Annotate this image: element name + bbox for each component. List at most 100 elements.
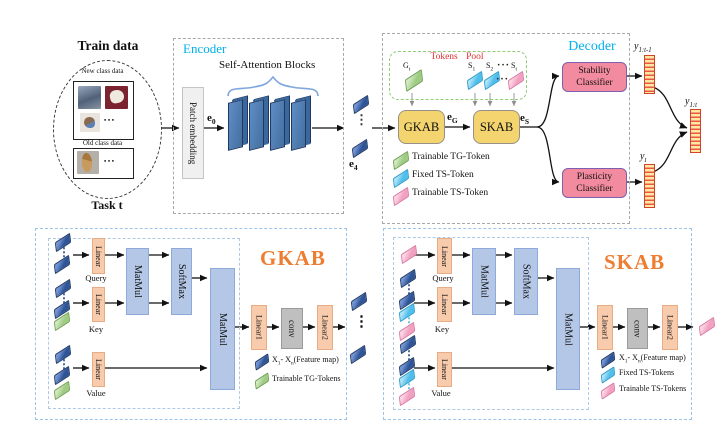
- query-label: Query: [85, 273, 107, 283]
- y-prev-label: y1:t-1: [634, 41, 652, 54]
- cow-image: [105, 86, 128, 109]
- gkab-matmul2-box: MatMul: [210, 268, 235, 390]
- stability-classifier-label: Stability Classifier: [576, 65, 613, 88]
- gkab-linear1-box: Linear1: [251, 305, 267, 350]
- plasticity-classifier: Plasticity Classifier: [562, 168, 627, 198]
- gkab-detail-box: [35, 228, 347, 420]
- y-prev-bar: [644, 55, 655, 94]
- key-label: Key: [434, 324, 450, 334]
- linear1-label: Linear1: [600, 315, 610, 340]
- gkab-output-vdots: ⋮: [354, 314, 369, 330]
- e4-token-icon: [351, 138, 369, 159]
- self-attention-label: Self-Attention Blocks: [219, 59, 316, 71]
- e4-label: e4: [349, 158, 358, 173]
- matmul-label: MatMul: [562, 312, 574, 346]
- new-class-ellipsis: • • •: [104, 117, 115, 124]
- matmul-label: MatMul: [217, 312, 228, 346]
- conv-label: conv: [632, 319, 643, 338]
- plasticity-classifier-label: Plasticity Classifier: [576, 171, 613, 194]
- skab-linear-v-box: Linear: [437, 352, 452, 387]
- value-label: Value: [431, 388, 451, 398]
- s1-token-label: S1: [468, 61, 476, 73]
- skab-linear1-box: Linear1: [597, 305, 613, 350]
- legend-trainable-ts-label: Trainable TS-Token: [412, 188, 489, 198]
- key-label: Key: [88, 324, 104, 334]
- attention-block-icon: [291, 99, 306, 151]
- new-class-label: New class data: [81, 67, 124, 75]
- tokens-pool-title: Tokens Pool: [430, 52, 484, 62]
- linear1-label: Linear1: [254, 315, 264, 340]
- matmul-label: MatMul: [132, 265, 143, 298]
- skab-linear-q-box: Linear: [437, 238, 452, 274]
- skab-matmul2-box: MatMul: [556, 268, 580, 390]
- cat-image: [78, 86, 101, 109]
- matmul-label: MatMul: [478, 265, 490, 298]
- skab-linear2-box: Linear2: [662, 305, 678, 350]
- dog-image: [80, 113, 100, 132]
- skab-legend-trainable-label: Trainable TS-Tokens: [619, 384, 687, 393]
- linear2-label: Linear2: [320, 315, 330, 340]
- softmax-label: SoftMax: [520, 264, 532, 299]
- y-t-label: yt: [640, 151, 647, 164]
- pool-label-dots: ···: [497, 60, 511, 71]
- old-class-ellipsis: • • •: [104, 158, 115, 165]
- legend-tg-label: Trainable TG-Token: [412, 152, 490, 162]
- gkab-conv-box: conv: [281, 308, 303, 349]
- gkab-legend-feature-label: X1- Xn(Feature map): [272, 355, 339, 367]
- y-t-bar: [644, 164, 655, 208]
- old-class-label: Old class data: [82, 139, 123, 147]
- skab-attention-box: [393, 237, 589, 410]
- es-label: eS: [520, 112, 530, 127]
- gkab-output-token-icon: [350, 291, 368, 312]
- y-all-label: y1:t: [685, 96, 698, 109]
- linear-label: Linear: [440, 359, 449, 380]
- stability-classifier: Stability Classifier: [562, 62, 627, 92]
- attention-block-icon: [270, 99, 285, 151]
- attention-block-icon: [228, 99, 243, 151]
- s2-token-label: S2: [486, 61, 494, 73]
- e4-vdots: ⋮: [355, 112, 368, 127]
- tokens-pool-box: [389, 51, 527, 100]
- skab-softmax-box: SoftMax: [514, 248, 538, 315]
- skab-legend-fixed-label: Fixed TS-Tokens: [619, 368, 675, 377]
- linear-label: Linear: [440, 294, 449, 315]
- gkab-output-token-icon: [349, 344, 367, 365]
- linear-label: Linear: [94, 359, 103, 380]
- gkab-linear-v-box: Linear: [92, 352, 105, 387]
- decoder-title: Decoder: [568, 39, 616, 54]
- gkab-matmul-box: MatMul: [126, 248, 149, 315]
- linear-label: Linear: [440, 245, 449, 267]
- task-label: Task t: [91, 198, 123, 212]
- st-token-label: St: [511, 61, 517, 73]
- train-data-title: Train data: [77, 38, 139, 53]
- skab-detail-box: [383, 228, 692, 420]
- gkab-block-label: GKAB: [403, 119, 440, 134]
- conv-label: conv: [287, 319, 297, 338]
- e0-label: e0: [207, 112, 216, 127]
- gkab-linear2-box: Linear2: [317, 305, 333, 350]
- skab-detail-title: SKAB: [604, 250, 666, 274]
- skab-conv-box: conv: [627, 308, 648, 349]
- linear2-label: Linear2: [665, 315, 675, 340]
- gkab-block: GKAB: [398, 110, 445, 144]
- pool-token-dots: ···: [496, 74, 510, 85]
- eg-label: eG: [447, 111, 458, 126]
- gkab-softmax-box: SoftMax: [171, 248, 192, 315]
- linear-label: Linear: [94, 245, 103, 267]
- encoder-title: Encoder: [183, 41, 227, 56]
- gkab-attention-box: [48, 238, 240, 409]
- y-all-bar: [690, 109, 701, 153]
- gkab-linear-q-box: Linear: [92, 238, 105, 274]
- skab-legend-feature-label: X1- Xn(Feature map): [619, 353, 686, 365]
- patch-embedding-box: Patch embedding: [182, 87, 204, 179]
- kab-decoder-box: [382, 33, 630, 224]
- skab-block-label: SKAB: [479, 119, 514, 134]
- softmax-label: SoftMax: [176, 264, 187, 299]
- giraffe-image: [77, 151, 99, 174]
- skab-block: SKAB: [473, 110, 520, 144]
- skab-matmul-box: MatMul: [472, 248, 496, 315]
- gkab-legend-tg-label: Trainable TG-Tokens: [272, 374, 341, 383]
- encoder-box: [173, 38, 344, 214]
- skab-linear-k-box: Linear: [437, 287, 452, 322]
